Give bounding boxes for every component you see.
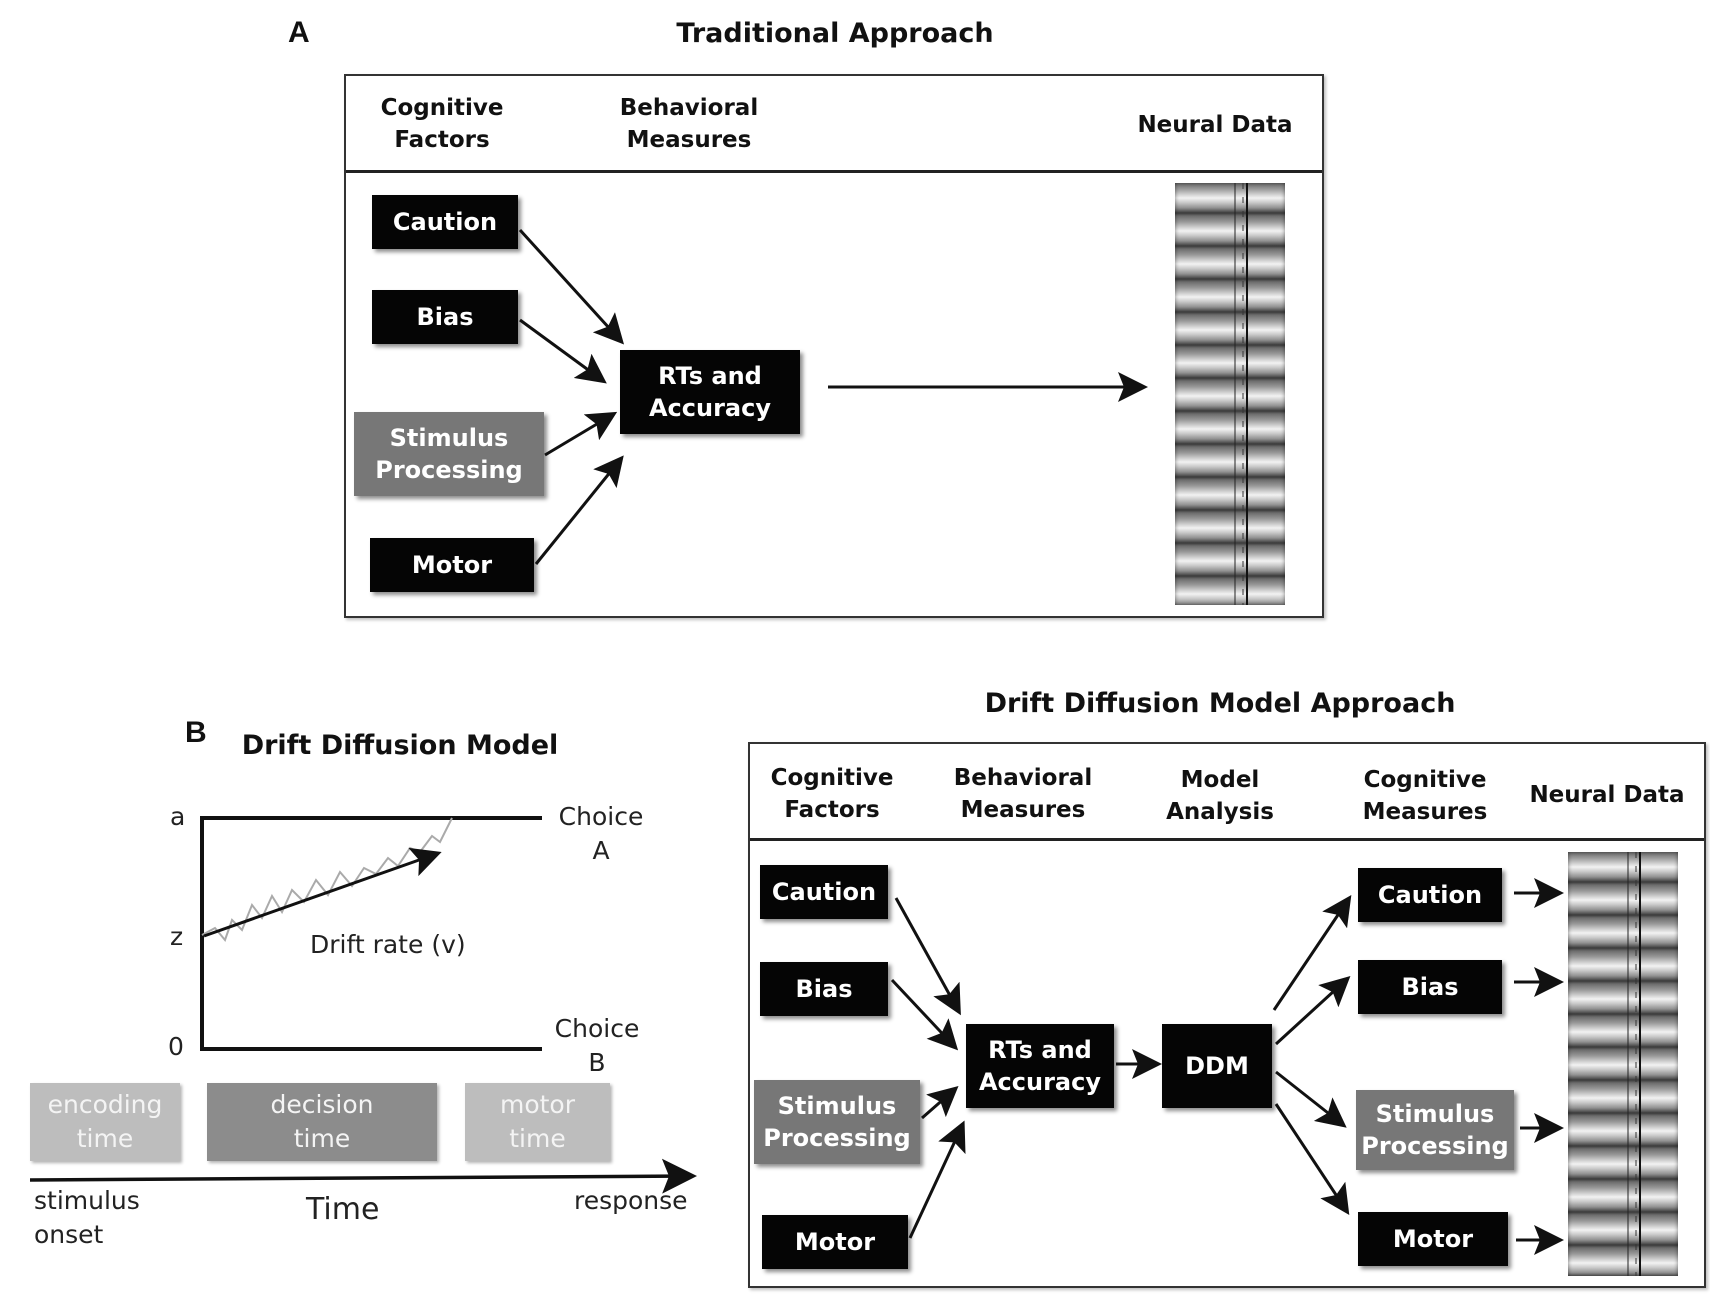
panel-a-bias-box: Bias (372, 290, 518, 344)
ddm-title: Drift Diffusion Model (241, 730, 559, 761)
timeline-stimulus-onset-label: stimulus onset (34, 1186, 140, 1249)
panel-a-letter: A (288, 16, 310, 49)
neural-trace-lines-b (1627, 852, 1641, 1276)
panel-a-header-neural-data: Neural Data (1137, 112, 1293, 138)
neural-trace-lines (1234, 183, 1248, 605)
panel-b-header-neural-data: Neural Data (1529, 782, 1685, 808)
panel-a-header-divider (346, 170, 1322, 173)
ddm-axis-label-zero: 0 (168, 1032, 184, 1061)
panel-a-frame (344, 74, 1324, 618)
ddm-choice-a-label: Choice A (558, 802, 644, 865)
panel-b-motor-output-box: Motor (1358, 1212, 1508, 1266)
ddm-drift-rate-label: Drift rate (v) (310, 930, 466, 959)
panel-a-header-cognitive-factors: Cognitive Factors (380, 95, 504, 154)
phase-decision-time: decision time (207, 1083, 437, 1161)
panel-a-stimulus-processing-box: Stimulus Processing (354, 412, 544, 496)
panel-a-caution-box: Caution (372, 195, 518, 249)
panel-b-header-cognitive-measures: Cognitive Measures (1362, 767, 1488, 826)
ddm-choice-b-label: Choice B (554, 1014, 640, 1077)
ddm-box: DDM (1162, 1024, 1272, 1108)
panel-b-bias-input-box: Bias (760, 962, 888, 1016)
panel-b-header-behavioral-measures: Behavioral Measures (953, 765, 1093, 824)
panel-a-neural-data-image (1175, 183, 1285, 605)
ddm-approach-title: Drift Diffusion Model Approach (984, 688, 1456, 719)
panel-a-title: Traditional Approach (676, 18, 994, 49)
ddm-axis-label-a: a (170, 802, 186, 831)
panel-a-header-behavioral-measures: Behavioral Measures (619, 95, 759, 154)
ddm-axis-label-z: z (170, 922, 184, 951)
panel-b-caution-input-box: Caution (760, 865, 888, 919)
panel-b-bias-output-box: Bias (1358, 960, 1502, 1014)
timeline-arrow (29, 1158, 697, 1194)
phase-motor-time: motor time (465, 1083, 610, 1161)
timeline-time-label: Time (306, 1192, 380, 1227)
panel-a-rts-accuracy-box: RTs and Accuracy (620, 350, 800, 434)
timeline-response-label: response (574, 1186, 688, 1215)
panel-b-stimulus-processing-input-box: Stimulus Processing (754, 1080, 920, 1164)
panel-b-letter: B (185, 716, 207, 749)
panel-b-header-divider (750, 838, 1704, 841)
panel-a-motor-box: Motor (370, 538, 534, 592)
panel-b-motor-input-box: Motor (762, 1215, 908, 1269)
panel-b-stimulus-processing-output-box: Stimulus Processing (1356, 1090, 1514, 1170)
ddm-drift-arrow (203, 847, 442, 938)
panel-b-rts-accuracy-box: RTs and Accuracy (966, 1024, 1114, 1108)
panel-b-neural-data-image (1568, 852, 1678, 1276)
phase-encoding-time: encoding time (30, 1083, 180, 1161)
panel-b-header-cognitive-factors: Cognitive Factors (770, 765, 894, 824)
panel-b-caution-output-box: Caution (1358, 868, 1502, 922)
ddm-noisy-trace (201, 817, 453, 942)
panel-b-header-model-analysis: Model Analysis (1166, 767, 1274, 826)
